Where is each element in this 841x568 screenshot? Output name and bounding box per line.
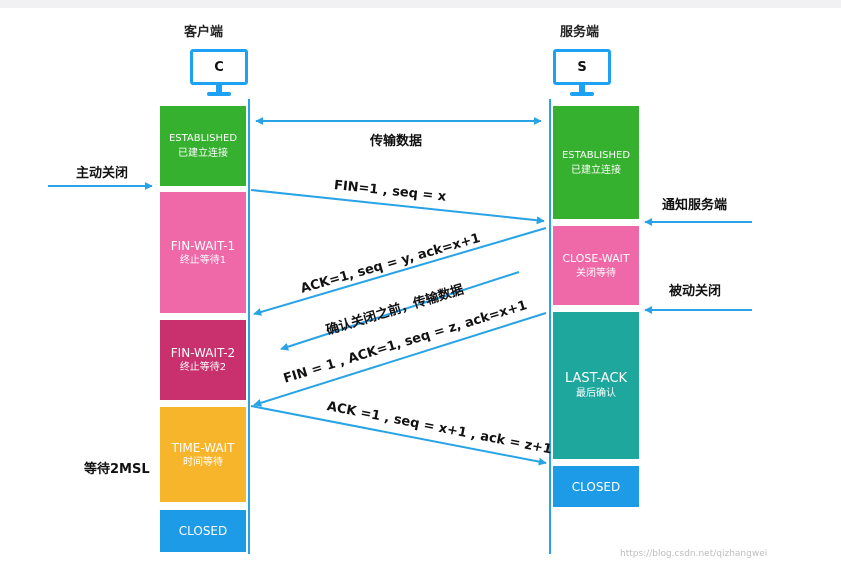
client-state-name: CLOSED [178, 524, 228, 538]
client-state-sub: 终止等待1 [179, 254, 227, 266]
client-monitor-stand [216, 85, 222, 93]
server-monitor-base [570, 92, 594, 96]
server-state-name: ESTABLISHED [561, 149, 631, 161]
server-timeline [549, 99, 551, 554]
client-state-closed: CLOSED [160, 510, 246, 552]
server-state-name: CLOSED [571, 479, 621, 494]
confirm-transfer-arrow [280, 271, 520, 351]
client-state-fin-wait-2: FIN-WAIT-2 终止等待2 [160, 320, 246, 400]
client-state-name: TIME-WAIT [171, 440, 235, 455]
client-state-fin-wait-1: FIN-WAIT-1 终止等待1 [160, 192, 246, 313]
server-state-sub: 关闭等待 [576, 267, 616, 279]
server-state-sub: 最后确认 [576, 387, 616, 399]
server-state-name: CLOSE-WAIT [562, 251, 630, 265]
fin2-arrow [253, 312, 547, 407]
client-state-name: ESTABLISHED [168, 133, 238, 144]
server-monitor-stand [579, 85, 585, 93]
ack2-arrow [250, 405, 547, 466]
client-timeline [248, 99, 250, 554]
server-state-close-wait: CLOSE-WAIT 关闭等待 [553, 226, 639, 305]
active-close-label: 主动关闭 [76, 166, 129, 181]
server-state-name: LAST-ACK [564, 370, 628, 386]
top-strip [0, 0, 841, 8]
server-state-last-ack: LAST-ACK 最后确认 [553, 312, 639, 459]
wait-2msl-label: 等待2MSL [84, 462, 150, 477]
client-state-sub: 终止等待2 [179, 362, 227, 373]
server-state-established: ESTABLISHED 已建立连接 [553, 106, 639, 219]
transfer-label: 传输数据 [370, 134, 423, 149]
server-state-sub: 已建立连接 [571, 164, 621, 176]
client-title: 客户端 [184, 25, 224, 40]
server-monitor-letter: S [577, 59, 587, 75]
server-monitor-icon: S [553, 49, 611, 85]
client-state-time-wait: TIME-WAIT 时间等待 [160, 407, 246, 502]
fin1-arrow [250, 189, 545, 225]
client-state-name: FIN-WAIT-2 [170, 346, 236, 360]
client-state-established: ESTABLISHED 已建立连接 [160, 106, 246, 186]
client-monitor-base [207, 92, 231, 96]
notify-server-label: 通知服务端 [662, 198, 728, 213]
client-state-name: FIN-WAIT-1 [170, 238, 236, 253]
client-monitor-letter: C [214, 59, 224, 75]
server-title: 服务端 [560, 25, 600, 40]
ack1-arrow [253, 227, 547, 316]
server-state-closed: CLOSED [553, 466, 639, 507]
client-state-sub: 时间等待 [183, 456, 223, 468]
passive-close-label: 被动关闭 [669, 284, 722, 299]
client-monitor-icon: C [190, 49, 248, 85]
watermark: https://blog.csdn.net/qizhangwei [620, 549, 768, 559]
client-state-sub: 已建立连接 [178, 148, 228, 159]
